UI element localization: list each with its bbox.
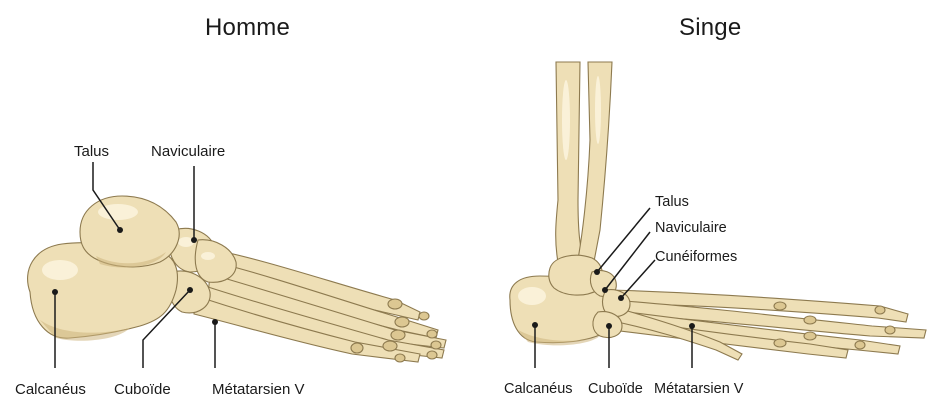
ape-toe-bones	[608, 290, 926, 360]
human-label-talus: Talus	[74, 143, 109, 160]
ape-label-metatarsal: Métatarsien V	[654, 381, 743, 397]
ape-label-calcaneus: Calcanéus	[504, 381, 573, 397]
human-label-metatarsal: Métatarsien V	[212, 381, 305, 398]
ape-label-cuneiforms: Cunéiformes	[655, 249, 737, 265]
ape-foot-panel: Singe	[480, 0, 936, 417]
ape-navicular-leader	[605, 232, 650, 290]
human-label-cuboid: Cuboïde	[114, 381, 171, 398]
human-label-navicular: Naviculaire	[151, 143, 225, 160]
human-label-calcaneus: Calcanéus	[15, 381, 86, 398]
ape-label-navicular: Naviculaire	[655, 220, 727, 236]
human-foot-panel: Homme	[0, 0, 480, 417]
ape-foot-illustration	[480, 0, 936, 417]
human-foot-illustration	[0, 0, 480, 417]
ape-label-talus: Talus	[655, 194, 689, 210]
ape-leg-bones	[556, 62, 612, 272]
ape-label-cuboid: Cuboïde	[588, 381, 643, 397]
ape-talus-leader	[597, 208, 650, 272]
